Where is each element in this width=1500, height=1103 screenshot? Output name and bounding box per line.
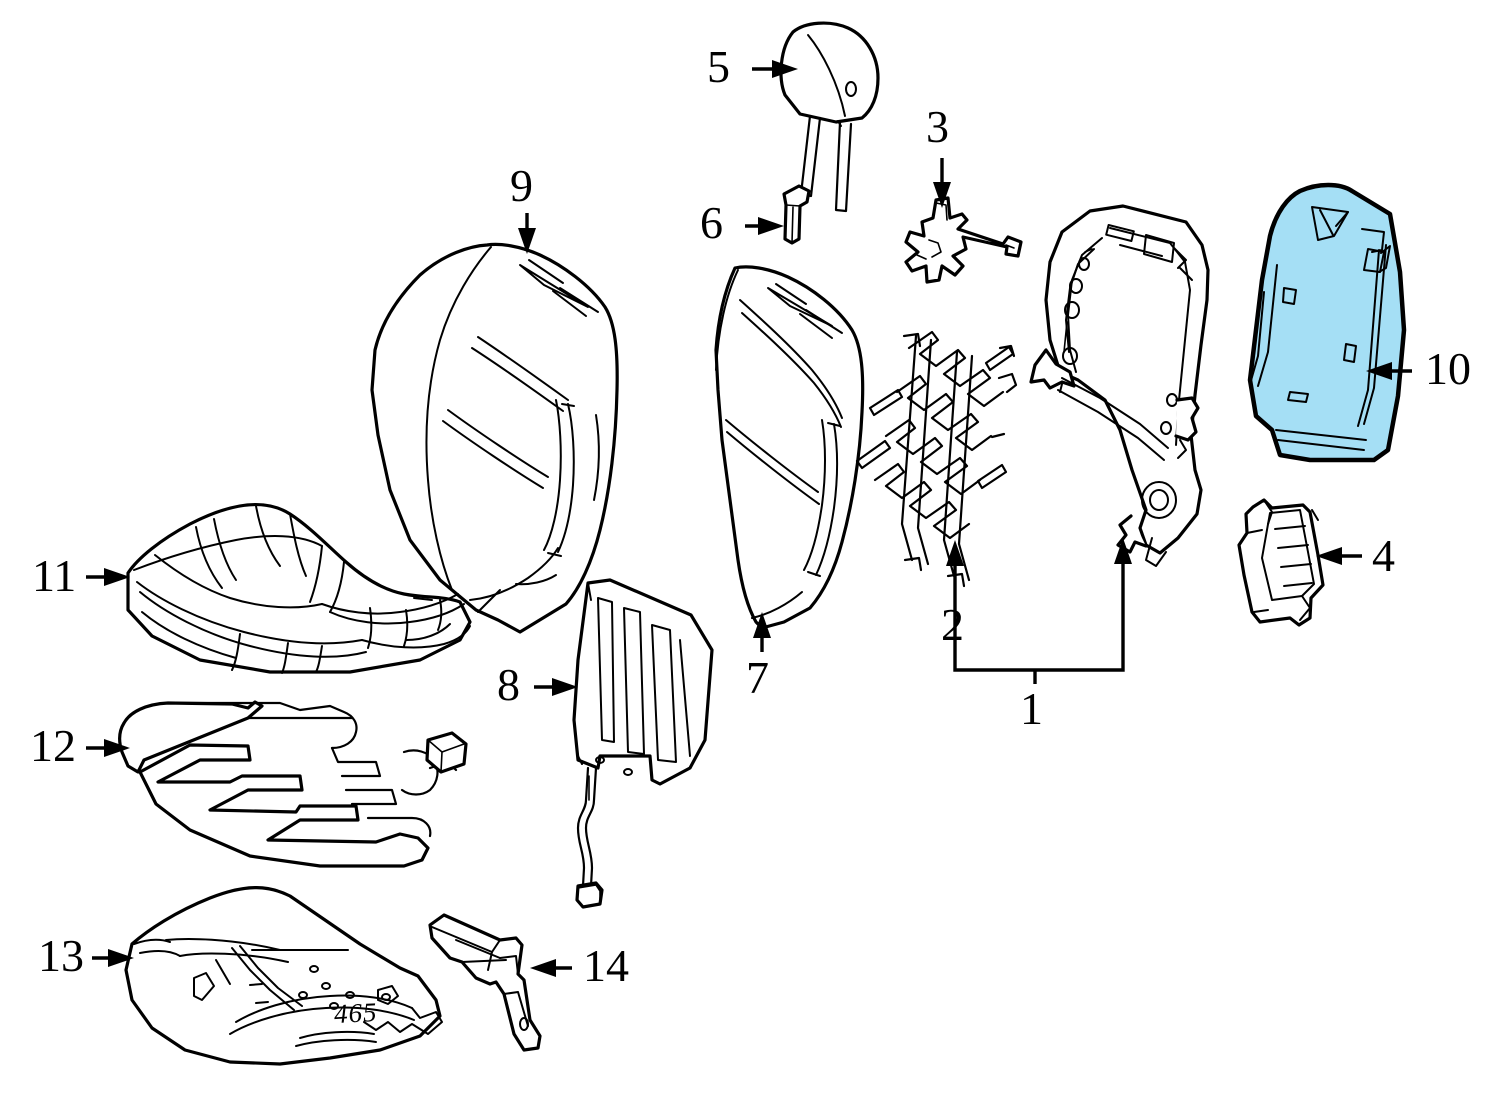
- callout-number-11[interactable]: 11: [32, 550, 77, 601]
- part-seat-cushion-cover[interactable]: [126, 502, 472, 674]
- callout-number-1[interactable]: 1: [1020, 683, 1043, 734]
- leader-12: [86, 739, 130, 757]
- leader-3: [933, 158, 951, 208]
- part-seat-cushion-heater-mat[interactable]: [117, 700, 468, 868]
- leader-9: [518, 213, 536, 254]
- part-seat-back-foam-pad[interactable]: [714, 265, 865, 630]
- callout-number-5[interactable]: 5: [707, 41, 730, 92]
- part-seat-back-upholstery-cover[interactable]: [370, 242, 619, 634]
- part-seat-cushion-foam-pad[interactable]: [124, 886, 443, 1066]
- part-seat-back-spring-mat[interactable]: [855, 330, 1018, 588]
- callout-number-14[interactable]: 14: [583, 940, 629, 991]
- callout-number-2[interactable]: 2: [941, 599, 964, 650]
- callout-number-10[interactable]: 10: [1425, 343, 1471, 394]
- callout-number-12[interactable]: 12: [30, 720, 76, 771]
- leader-8: [534, 678, 578, 696]
- leader-10: [1366, 362, 1412, 380]
- part-headrest-guide-bolt[interactable]: [782, 184, 811, 245]
- leader-14: [530, 959, 572, 977]
- callout-number-4[interactable]: 4: [1372, 530, 1395, 581]
- leader-6: [745, 217, 784, 235]
- part-marking-465: 465: [333, 996, 379, 1030]
- part-seat-back-lower-trim-vent[interactable]: [1237, 498, 1325, 627]
- callout-number-13[interactable]: 13: [38, 930, 84, 981]
- part-headrest-assembly[interactable]: [779, 21, 880, 213]
- callout-number-8[interactable]: 8: [497, 659, 520, 710]
- part-lumbar-adjuster-clip[interactable]: [904, 196, 1023, 284]
- leader-5: [752, 60, 798, 78]
- callout-number-7[interactable]: 7: [746, 652, 769, 703]
- leader-1-2-bracket: [946, 538, 1132, 684]
- leader-7: [753, 612, 771, 652]
- leader-4: [1316, 547, 1362, 565]
- leader-11: [86, 568, 130, 586]
- part-seat-back-rear-panel-highlighted[interactable]: [1247, 182, 1407, 463]
- callout-number-3[interactable]: 3: [926, 101, 949, 152]
- part-seat-mounting-bracket[interactable]: [428, 913, 542, 1052]
- part-seat-back-heater-pad[interactable]: [572, 578, 714, 909]
- callout-number-6[interactable]: 6: [700, 197, 723, 248]
- callout-number-9[interactable]: 9: [510, 160, 533, 211]
- leader-13: [92, 949, 134, 967]
- part-seat-back-frame[interactable]: [1029, 204, 1210, 567]
